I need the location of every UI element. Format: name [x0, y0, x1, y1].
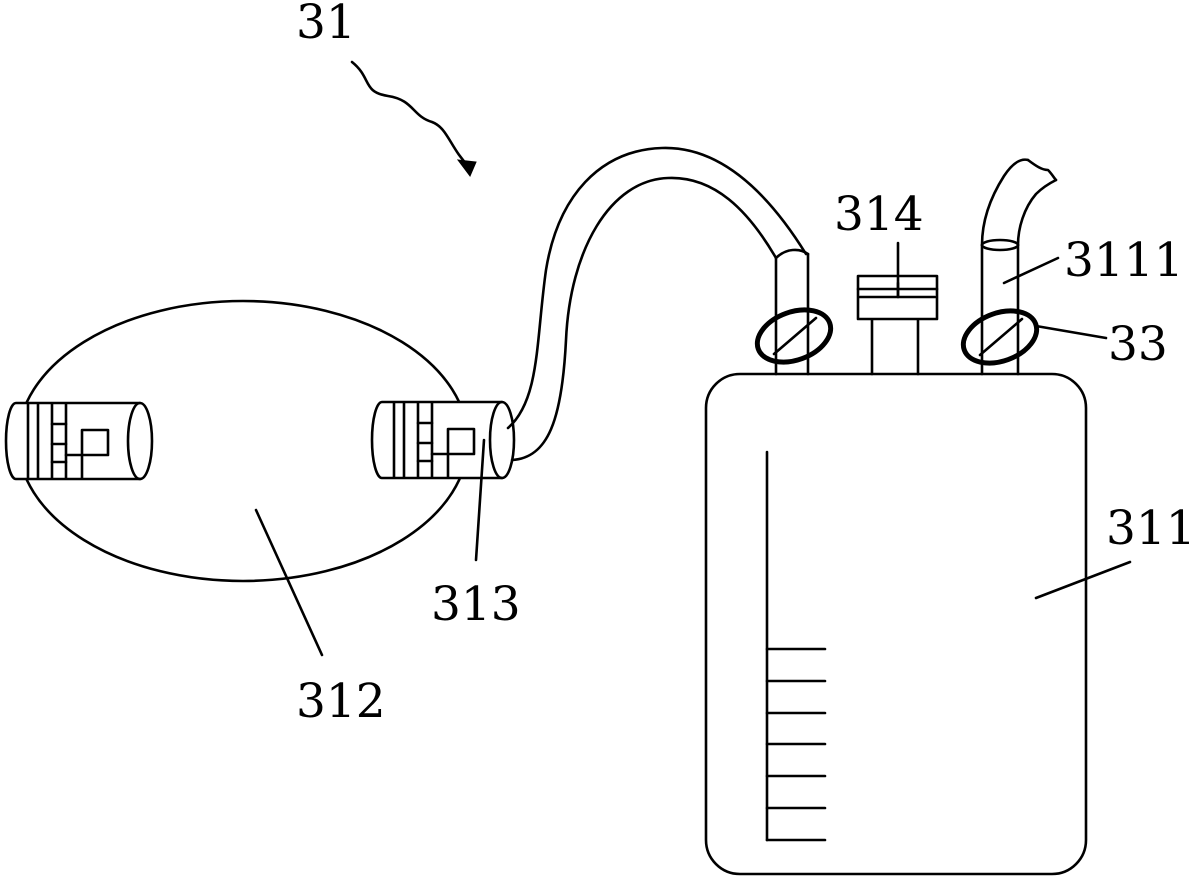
left-end-connector [4, 401, 154, 481]
leader-311 [1034, 560, 1132, 600]
connector-313 [370, 400, 516, 480]
label-3111: 3111 [1064, 233, 1184, 288]
label-33: 33 [1108, 317, 1168, 372]
label-312: 312 [296, 674, 386, 729]
tube-outer-edge [506, 146, 808, 430]
bottle-311 [704, 372, 1088, 876]
label-314: 314 [834, 187, 924, 242]
tube-inner-edge [510, 176, 778, 462]
leader-3111 [1002, 256, 1060, 285]
cap-314 [856, 274, 939, 376]
leader-33 [1034, 324, 1108, 340]
arrow-31 [350, 60, 472, 170]
label-311: 311 [1106, 501, 1196, 556]
clamp-left [754, 307, 834, 365]
graduation-scale [765, 450, 827, 842]
label-31: 31 [296, 0, 356, 50]
clamp-33 [960, 308, 1040, 366]
label-313: 313 [431, 577, 521, 632]
arrow-31-head [456, 159, 477, 177]
leader-312 [254, 508, 324, 657]
outlet-3111 [980, 158, 1058, 376]
leader-313 [474, 438, 486, 562]
